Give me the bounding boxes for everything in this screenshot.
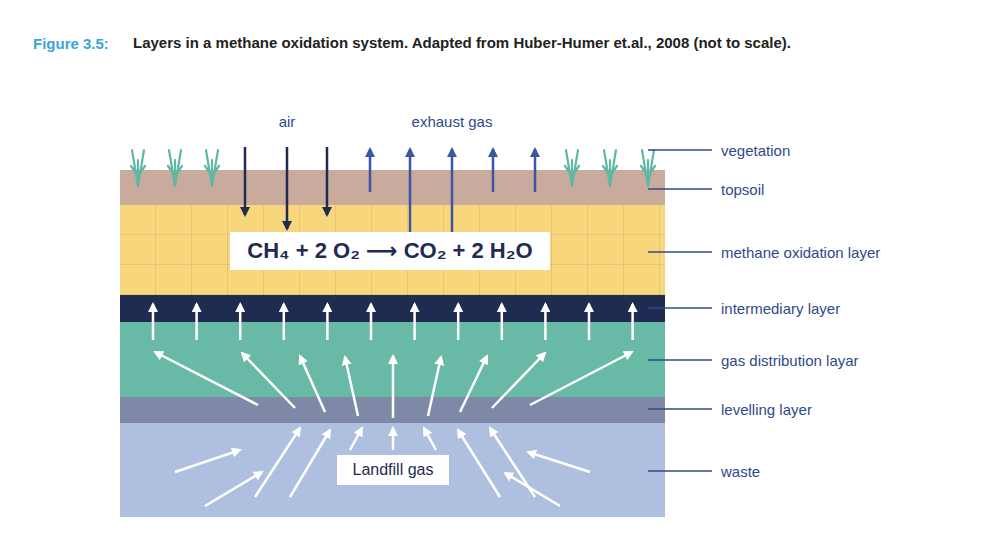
exhaust-arrow (492, 149, 495, 192)
landfill-gas-arrows (155, 352, 632, 506)
landfill-gas-arrow (505, 473, 560, 506)
grass-tuft (205, 150, 219, 186)
exhaust-arrow (369, 149, 372, 192)
landfill-gas-arrow (460, 356, 487, 412)
leader-line (648, 470, 712, 472)
exhaust-arrow (451, 149, 454, 236)
figure-title: Layers in a methane oxidation system. Ad… (133, 34, 791, 51)
landfill-gas-arrow (175, 450, 240, 472)
air-arrow (244, 147, 247, 215)
leader-line (648, 408, 712, 410)
layer-label: intermediary layer (721, 300, 840, 317)
gas-flow-arrow (544, 304, 547, 340)
grass-tuft (131, 150, 145, 186)
gas-flow-arrow (588, 304, 591, 340)
node-text: Landfill gas (353, 461, 434, 479)
air-arrow (286, 147, 289, 229)
landfill-gas-arrow (300, 356, 325, 412)
layer-label: topsoil (721, 181, 764, 198)
exhaust-arrow (534, 149, 537, 192)
gas-flow-arrow (631, 304, 634, 340)
gas-flow-arrow (152, 304, 155, 340)
gas-flow-arrow (195, 304, 198, 340)
landfill-gas-box: Landfill gas (337, 455, 449, 485)
air-arrows (245, 147, 327, 229)
gas-flow-arrow (501, 304, 504, 340)
landfill-gas-arrow (345, 357, 358, 416)
exhaust-arrow (409, 149, 412, 236)
grass-tuft (565, 150, 579, 186)
leader-lines (648, 150, 712, 471)
gas-flow-arrow (239, 304, 242, 340)
gas-flow-arrow (413, 304, 416, 340)
gas-flow-arrow (283, 304, 286, 340)
landfill-gas-arrow (205, 472, 262, 506)
gas-flow-arrow (457, 304, 460, 340)
landfill-gas-arrow (255, 428, 300, 497)
landfill-gas-arrow (350, 428, 362, 450)
topsoil-band (120, 170, 665, 205)
grass-tuft (168, 150, 182, 186)
air-arrow (326, 147, 329, 215)
grass-tuft (641, 150, 655, 186)
gas-flow-arrow (326, 304, 329, 340)
landfill-gas-arrow (242, 353, 295, 408)
exhaust-arrows (370, 149, 535, 236)
landfill-gas-arrow (458, 430, 500, 497)
landfill-gas-arrow (155, 352, 258, 405)
oxidation-band (120, 205, 665, 295)
intermediary-band (120, 295, 665, 322)
landfill-gas-arrow (290, 430, 330, 497)
node-text: CH₄ + 2 O₂ ⟶ CO₂ + 2 H₂O (247, 238, 532, 264)
landfill-gas-arrow (492, 353, 545, 408)
leader-line (648, 251, 712, 253)
landfill-gas-arrow (530, 352, 632, 405)
landfill-gas-arrow (528, 452, 590, 472)
leader-line (648, 359, 712, 361)
gas-flow-arrow (370, 304, 373, 340)
figure-number: Figure 3.5: (33, 35, 109, 52)
leader-line (648, 149, 712, 151)
leader-line (648, 188, 712, 190)
grass-tuft (603, 150, 617, 186)
layer-label: gas distribution layar (721, 352, 859, 369)
layer-label: waste (721, 463, 760, 480)
equation-box: CH₄ + 2 O₂ ⟶ CO₂ + 2 H₂O (230, 232, 550, 270)
landfill-gas-arrow (392, 428, 395, 450)
landfill-gas-arrow (428, 357, 441, 416)
gas-flow-arrows (153, 304, 633, 340)
landfill-gas-arrow (392, 356, 395, 418)
leader-line (648, 307, 712, 309)
layer-label: vegetation (721, 142, 790, 159)
flow-label: exhaust gas (412, 113, 493, 130)
landfill-gas-arrow (424, 428, 436, 450)
layer-label: levelling layer (721, 401, 812, 418)
flow-label: air (279, 113, 296, 130)
waste-band (120, 423, 665, 517)
layer-label: methane oxidation layer (721, 244, 880, 261)
